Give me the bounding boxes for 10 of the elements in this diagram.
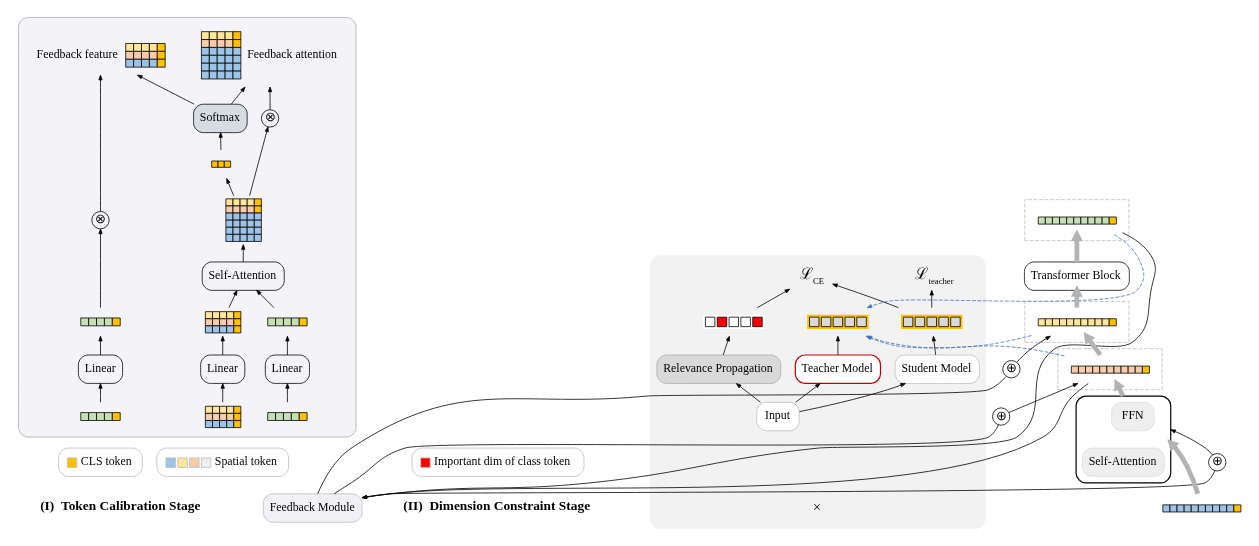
node-text: ℒ$_{teacher}$ — [915, 265, 954, 287]
label: (I) Token Calibration Stage — [40, 498, 201, 514]
node-label: Feedback attention — [247, 47, 337, 62]
label: × — [813, 498, 822, 515]
node-text: ℒ$_{CE}$ — [799, 265, 825, 287]
legend-label: Spatial token — [214, 454, 277, 469]
node-label: Feedback feature — [36, 47, 118, 62]
legend-label: Important dim of class token — [434, 454, 571, 469]
legend-label: CLS token — [80, 454, 132, 469]
label: (II) Dimension Constraint Stage — [403, 498, 591, 514]
